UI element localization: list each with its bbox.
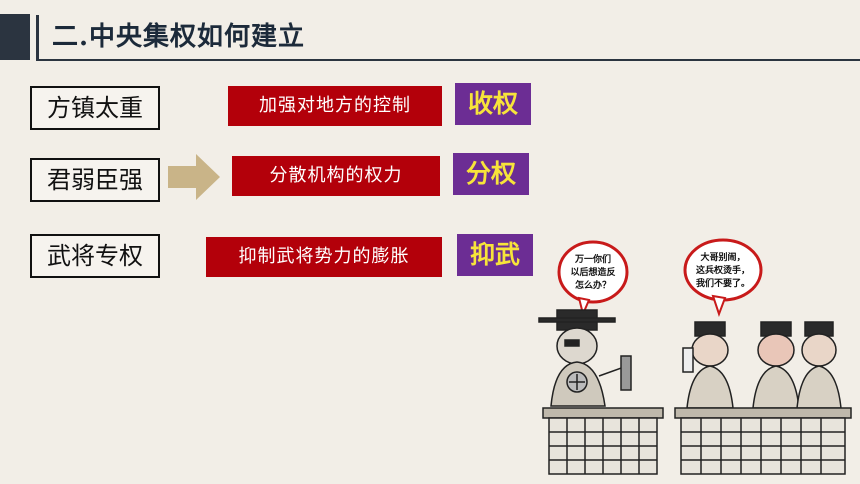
problem-box-3: 武将专权 <box>30 234 160 278</box>
problem-box-2: 君弱臣强 <box>30 158 160 202</box>
bubble-left-line-2: 以后想造反 <box>570 266 615 277</box>
speech-bubble-right: 大哥别闹， 这兵权烫手， 我们不要了。 <box>683 238 763 317</box>
bubble-right-line-2: 这兵权烫手， <box>696 264 750 275</box>
arrow-right-icon <box>168 154 220 200</box>
header-divider <box>36 59 860 61</box>
generals-figures <box>682 321 842 409</box>
bubble-right-line-3: 我们不要了。 <box>696 277 750 288</box>
header-accent-block <box>0 14 30 60</box>
bubble-right-line-1: 大哥别闹， <box>700 251 745 262</box>
bubble-left-line-1: 万一你们 <box>574 253 611 264</box>
banquet-illustration: 万一你们 以后想造反 怎么办？ 大哥别闹， 这兵权烫手， 我们不要了。 <box>538 238 852 475</box>
result-box-3: 抑武 <box>457 234 533 276</box>
speech-bubble-left: 万一你们 以后想造反 怎么办？ <box>557 240 629 318</box>
header-accent-rule <box>36 15 39 59</box>
emperor-figure <box>538 309 632 407</box>
measure-box-2: 分散机构的权力 <box>232 156 440 196</box>
banquet-tables <box>542 407 852 475</box>
measure-box-1: 加强对地方的控制 <box>228 86 442 126</box>
result-box-1: 收权 <box>455 83 531 125</box>
result-box-2: 分权 <box>453 153 529 195</box>
bubble-left-line-3: 怎么办？ <box>575 279 611 290</box>
page-title: 二.中央集权如何建立 <box>52 22 306 52</box>
measure-box-3: 抑制武将势力的膨胀 <box>206 237 442 277</box>
problem-box-1: 方镇太重 <box>30 86 160 130</box>
